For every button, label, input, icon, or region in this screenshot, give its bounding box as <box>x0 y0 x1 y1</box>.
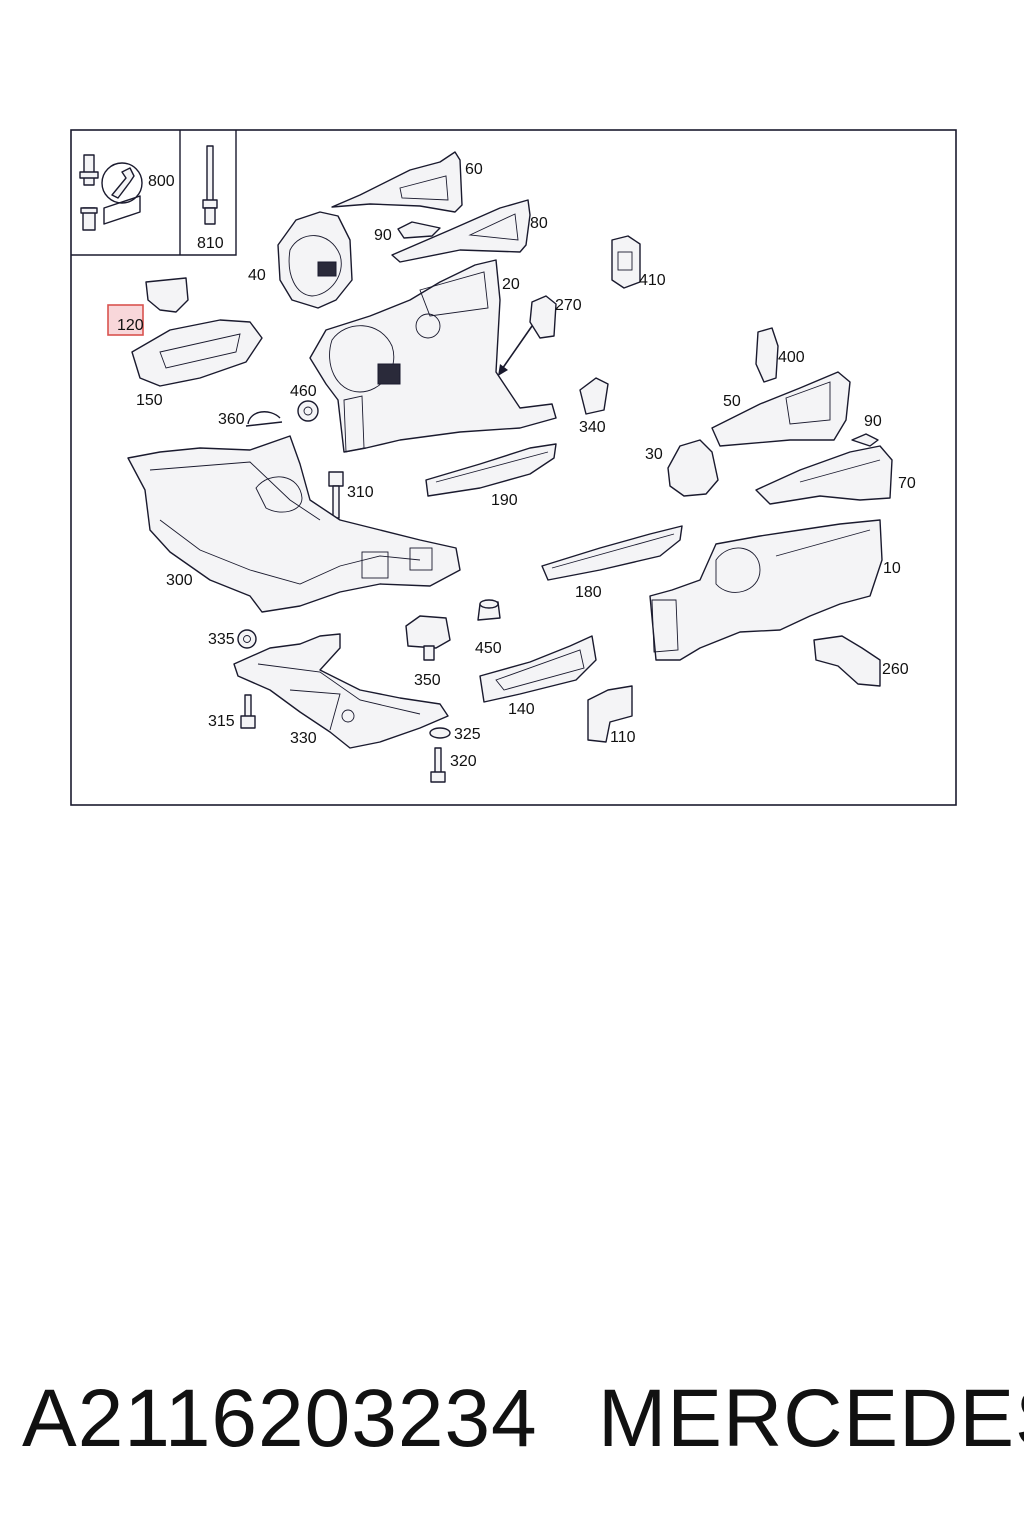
label-50: 50 <box>723 393 741 410</box>
part-450-icon <box>477 599 501 621</box>
part-330-shape <box>233 633 449 749</box>
label-325: 325 <box>454 726 481 743</box>
label-450: 450 <box>475 640 502 657</box>
brand-name: MERCEDES <box>598 1373 1024 1464</box>
part-60-shape <box>331 151 463 213</box>
label-10: 10 <box>883 560 901 577</box>
part-30-shape <box>667 439 719 497</box>
label-800: 800 <box>148 173 175 190</box>
part-120-shape <box>145 277 189 313</box>
label-460: 460 <box>290 383 317 400</box>
part-190-shape <box>425 443 557 497</box>
part-90a-shape <box>397 221 441 239</box>
label-30: 30 <box>645 446 663 463</box>
bolt-800-icon <box>79 154 143 231</box>
part-260-shape <box>813 635 881 687</box>
part-350-icon <box>405 615 451 661</box>
label-90a: 90 <box>374 227 392 244</box>
label-150: 150 <box>136 392 163 409</box>
washer-325-shape <box>429 727 451 739</box>
label-300: 300 <box>166 572 193 589</box>
diagram-frame <box>70 129 957 806</box>
parts-diagram: 800 810 60 90 80 40 410 20 270 120 150 4… <box>70 129 957 806</box>
part-340-shape <box>579 377 609 415</box>
bolt-810-icon <box>202 145 218 225</box>
part-180-shape <box>541 525 683 581</box>
inset-frame <box>71 130 237 256</box>
nut-335-icon <box>237 629 257 649</box>
part-number: A2116203234 <box>22 1373 538 1464</box>
label-400: 400 <box>778 349 805 366</box>
label-70: 70 <box>898 475 916 492</box>
label-140: 140 <box>508 701 535 718</box>
label-20: 20 <box>502 276 520 293</box>
part-90b-shape <box>851 433 879 447</box>
part-410-shape <box>611 235 641 289</box>
label-320: 320 <box>450 753 477 770</box>
label-360: 360 <box>218 411 245 428</box>
clip-360-shape <box>245 411 283 427</box>
part-10-shape <box>649 519 883 661</box>
label-120: 120 <box>117 317 144 334</box>
label-180: 180 <box>575 584 602 601</box>
label-90b: 90 <box>864 413 882 430</box>
part-120-highlight[interactable] <box>107 304 144 336</box>
label-350: 350 <box>414 672 441 689</box>
footer: A2116203234 MERCEDES <box>0 1372 1024 1472</box>
part-80-shape <box>391 199 531 263</box>
part-50-shape <box>711 371 851 447</box>
label-110: 110 <box>610 729 636 746</box>
label-340: 340 <box>579 419 606 436</box>
label-260: 260 <box>882 661 909 678</box>
part-150-shape <box>131 319 263 387</box>
label-810: 810 <box>197 235 224 252</box>
label-335: 335 <box>208 631 235 648</box>
label-315: 315 <box>208 713 235 730</box>
label-40: 40 <box>248 267 266 284</box>
part-110-shape <box>587 685 633 743</box>
part-140-shape <box>479 635 597 703</box>
bolt-315-icon <box>240 694 256 729</box>
part-300-shape <box>127 435 461 613</box>
label-60: 60 <box>465 161 483 178</box>
bolt-320-icon <box>430 747 446 783</box>
part-400-shape <box>755 327 779 383</box>
nut-460-icon <box>297 400 319 422</box>
label-410: 410 <box>639 272 666 289</box>
bolt-310-icon <box>328 471 344 519</box>
part-270-shape <box>529 295 557 339</box>
label-310: 310 <box>347 484 374 501</box>
label-190: 190 <box>491 492 518 509</box>
label-330: 330 <box>290 730 317 747</box>
label-270: 270 <box>555 297 582 314</box>
label-80: 80 <box>530 215 548 232</box>
